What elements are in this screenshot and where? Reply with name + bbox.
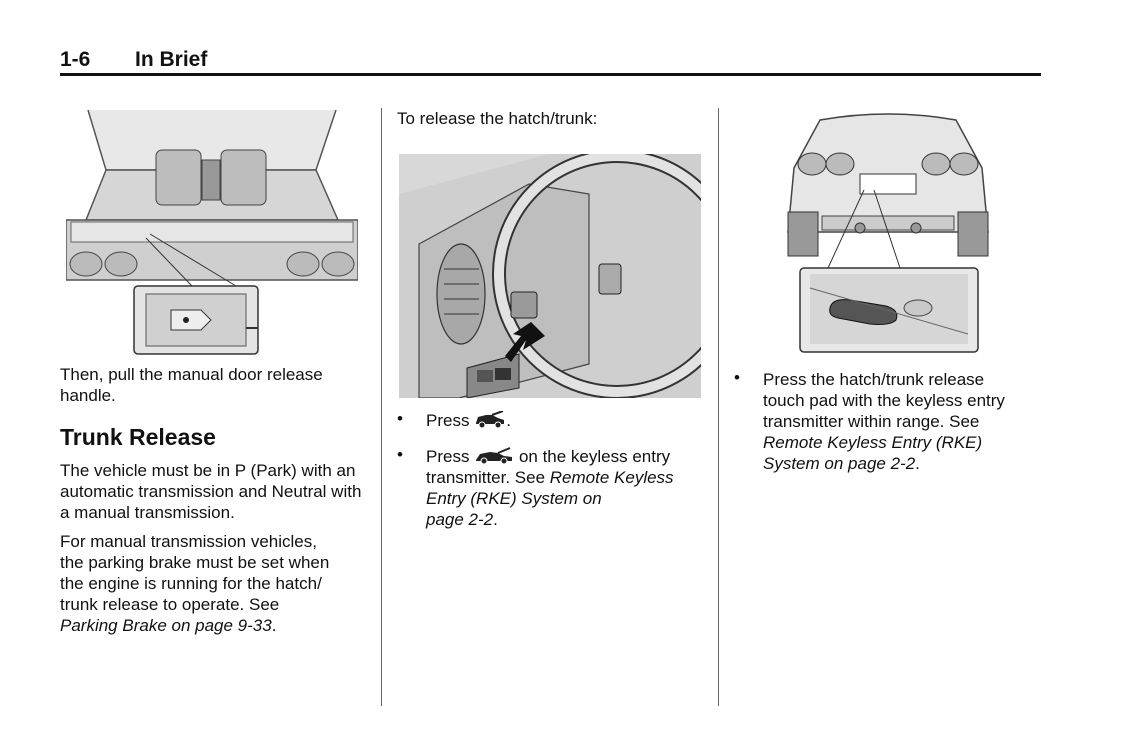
page-header: 1-6 In Brief — [60, 44, 1041, 72]
header-rule — [60, 73, 1041, 76]
column-divider-1 — [381, 108, 382, 706]
bullet-dot: • — [734, 368, 740, 387]
trunk-release-icon — [476, 447, 513, 465]
release-intro: To release the hatch/trunk: — [397, 109, 598, 128]
bullet-press-button: Press . — [426, 410, 706, 431]
rke-reference[interactable]: System on page 2-2 — [763, 454, 916, 473]
bullet-text: transmitter within range. See — [763, 412, 980, 431]
bullet-text: on the keyless entry — [518, 447, 671, 466]
dashboard-trunk-button-illustration — [399, 154, 701, 398]
interior-door-release-illustration — [66, 110, 358, 355]
bullet-keyless-entry: Press on the keyless entry transmitter. … — [426, 446, 716, 530]
rear-hatch-touchpad-illustration — [787, 113, 989, 353]
rke-reference[interactable]: page 2-2 — [426, 510, 494, 529]
parking-brake-line: For manual transmission vehicles, — [60, 532, 317, 551]
parking-brake-paragraph: For manual transmission vehicles, the pa… — [60, 531, 380, 636]
page-number: 1-6 — [60, 48, 91, 71]
parking-brake-line: trunk release to operate. See — [60, 595, 280, 614]
period: . — [271, 616, 277, 635]
bullet-dot: • — [397, 445, 403, 464]
section-title: In Brief — [135, 48, 208, 71]
bullet-hatch-touchpad: Press the hatch/trunk release touch pad … — [763, 369, 1043, 474]
parking-brake-line: the engine is running for the hatch/ — [60, 574, 322, 593]
trunk-release-heading: Trunk Release — [60, 424, 216, 450]
bullet-text: Press — [426, 447, 470, 466]
bullet-text: touch pad with the keyless entry — [763, 391, 1005, 410]
period: . — [915, 454, 920, 473]
park-neutral-paragraph: The vehicle must be in P (Park) with an … — [60, 461, 362, 522]
door-release-caption: Then, pull the manual door release handl… — [60, 365, 323, 405]
parking-brake-line: the parking brake must be set when — [60, 553, 330, 572]
bullet-text: Press the hatch/trunk release — [763, 370, 985, 389]
rke-reference[interactable]: Remote Keyless Entry (RKE) — [763, 433, 983, 452]
trunk-release-icon — [476, 411, 505, 429]
column-divider-2 — [718, 108, 719, 706]
parking-brake-reference[interactable]: Parking Brake on page 9-33 — [60, 616, 272, 635]
bullet-dot: • — [397, 409, 403, 428]
bullet-text: Press — [426, 411, 470, 430]
bullet-text: transmitter. See — [426, 468, 550, 487]
rke-reference[interactable]: Entry (RKE) System on — [426, 489, 602, 508]
rke-reference[interactable]: Remote Keyless — [549, 468, 674, 487]
period: . — [506, 411, 511, 430]
period: . — [493, 510, 498, 529]
